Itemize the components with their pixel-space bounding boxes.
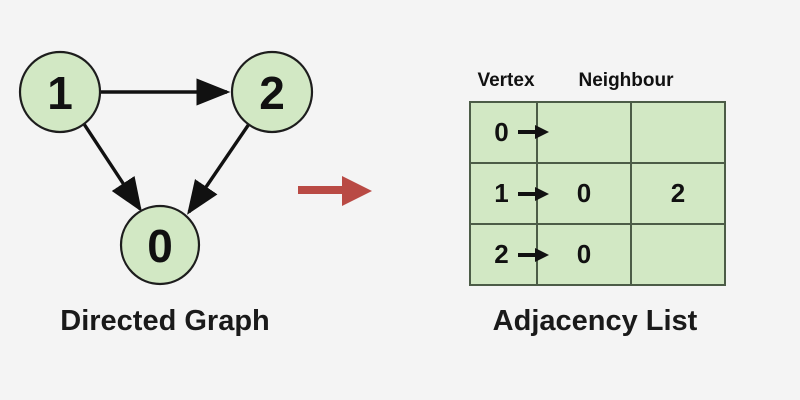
graph-edge-1-to-0	[82, 123, 142, 212]
graph-node-2[interactable]: 2	[230, 50, 314, 134]
column-header-vertex: Vertex	[477, 70, 535, 91]
graph-node-1-label: 1	[47, 67, 73, 119]
graph-node-0-label: 0	[147, 220, 173, 272]
column-header-neighbour: Neighbour	[578, 70, 674, 91]
cell-neighbour-2-2[interactable]	[630, 223, 726, 286]
directed-graph-diagram: 1 2 0	[18, 50, 314, 286]
vertex-value: 2	[494, 239, 509, 269]
cell-neighbour-1-2[interactable]: 2	[630, 162, 726, 225]
adjacency-list-table: 0 1 0 2 2 0	[469, 101, 726, 286]
directed-graph-panel: 1 2 0 Directed Graph	[18, 50, 314, 337]
adjacency-list-caption: Adjacency List	[492, 305, 698, 337]
graph-edge-2-to-0	[187, 123, 251, 215]
graph-node-1[interactable]: 1	[18, 50, 102, 134]
cell-vertex-1[interactable]: 1	[469, 162, 538, 225]
vertex-value: 0	[494, 117, 509, 147]
cell-neighbour-1-1[interactable]: 0	[536, 162, 632, 225]
vertex-value: 1	[494, 178, 509, 208]
directed-graph-caption: Directed Graph	[60, 305, 270, 337]
graph-node-2-label: 2	[259, 67, 285, 119]
table-row[interactable]: 1 0 2	[469, 162, 726, 225]
table-row[interactable]: 2 0	[469, 223, 726, 286]
table-row[interactable]: 0	[469, 101, 726, 164]
cell-neighbour-0-2[interactable]	[630, 101, 726, 164]
cell-neighbour-2-1[interactable]: 0	[536, 223, 632, 286]
cell-vertex-0[interactable]: 0	[469, 101, 538, 164]
graph-node-0[interactable]: 0	[119, 204, 201, 286]
transform-arrow-icon	[298, 176, 372, 206]
cell-vertex-2[interactable]: 2	[469, 223, 538, 286]
cell-neighbour-0-1[interactable]	[536, 101, 632, 164]
